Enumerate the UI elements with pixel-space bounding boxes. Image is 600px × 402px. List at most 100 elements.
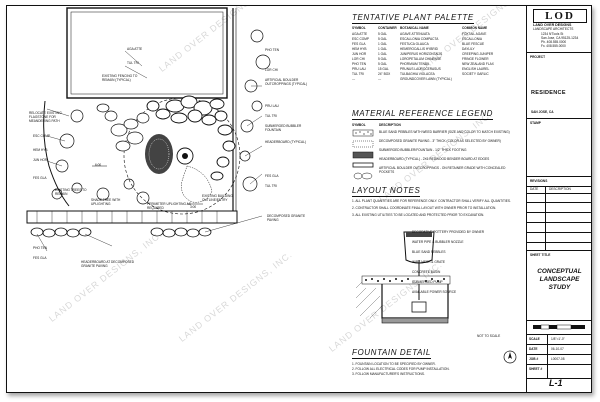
firm-fax: Fx. 408.555.0000 (541, 44, 566, 48)
fountain-note: WIRE MESH & GRATE (412, 260, 446, 264)
palette-cell: PHORMIUM TENAX (400, 62, 430, 66)
palette-cell: --- (352, 77, 356, 81)
material-legend-title: MATERIAL REFERENCE LEGEND (352, 109, 493, 120)
layout-note: 1. ALL PLANT QUANTITIES ARE FOR REFERENC… (352, 199, 511, 203)
sheet-title-label: SHEET TITLE (530, 253, 551, 257)
plan-label: FES GLA (265, 174, 279, 178)
date-label: DATE (529, 347, 538, 351)
palette-cell: CREEPING JUNIPER (462, 52, 494, 56)
palette-cell: TUL TRI (352, 72, 364, 76)
palette-cell: FOXTAIL AGAVE (462, 32, 487, 36)
plan-callout: EXISTING TREES TO REMAIN (55, 188, 87, 196)
existing-building-outline (66, 7, 228, 99)
legend-row: DECOMPOSED GRANITE PAVING - 3" THICK (CO… (379, 139, 501, 143)
plant-palette-table: SYMBOL CONTAINER BOTANICAL NAME COMMON N… (352, 26, 522, 30)
legend-row: BLUE SAND PEBBLES WITH WEED BARRIER (SIZ… (379, 130, 510, 134)
palette-cell: HEMEROCALLIS HYBRID (400, 47, 438, 51)
graphic-scale-bar (533, 324, 585, 330)
palette-cell: PRUNUS LAUROCERASUS (400, 67, 441, 71)
palette-cell (462, 77, 522, 81)
revisions-label: REVISIONS (530, 179, 548, 183)
palette-cell: ESC COMP (352, 37, 370, 41)
project-label: PROJECT (530, 55, 546, 59)
legend-row: SUBMERGED BUBBLER/FOUNTAIN - 1/2" THICK … (379, 148, 467, 152)
layout-note: 3. ALL EXISTING UTILITIES TO BE LOCATED … (352, 213, 485, 217)
palette-cell: 1 GAL (378, 42, 388, 46)
plan-callout: ARTIFICIAL BOULDER OUTCROPPINGS (TYPICAL… (265, 78, 308, 86)
plan-label: AGA ATTE (127, 47, 143, 51)
palette-cell: LOR CHI (352, 57, 365, 61)
palette-cell: 5 GAL (378, 37, 388, 41)
fountain-note: DECORATIVE POTTERY PROVIDED BY OWNER (412, 230, 485, 234)
fountain-detail-title: FOUNTAIN DETAIL (352, 348, 431, 359)
sheet-info-cell: SCALE 1/8"=1'-0" DATE 06-10-07 JOB # L00… (527, 334, 591, 379)
plan-dim: 3:00 (190, 205, 197, 209)
firm-phone: Ph. 408.555.0000 (541, 40, 567, 44)
plan-callout: EXISTING BUILDING OUTLINE/ENTRY (202, 194, 233, 202)
plan-callout: DECOMPOSED GRANITE PAVING (267, 214, 306, 222)
legend-rows: BLUE SAND PEBBLES WITH WEED BARRIER (SIZ… (379, 130, 519, 174)
plan-label: TUL TRI (265, 114, 277, 118)
plan-callout: SHADE TREE WITH UPLIGHTING (91, 198, 121, 206)
plan-label: FES GLA (33, 176, 47, 180)
palette-cell: JUN HOR (352, 52, 367, 56)
palette-cell: NEW ZEALAND FLAX (462, 62, 494, 66)
palette-cell: PHO TEN (352, 62, 367, 66)
firm-info: LOD LAND OVER DESIGNS LANDSCAPE ARCHITEC… (527, 6, 591, 53)
palette-cell: --- (378, 77, 382, 81)
palette-cell: AGA ATTE (352, 32, 368, 36)
palette-cell: TULBAGHIA VIOLACEA (400, 72, 435, 76)
palette-cell: ESCALLONIA (462, 37, 483, 41)
plan-callout: RELOCATE EXISTING FLAGSTONE FOR MEANDERI… (29, 111, 62, 123)
plant-palette-title: TENTATIVE PLANT PALETTE (352, 13, 474, 24)
firm-name: LAND OVER DESIGNS (533, 23, 572, 27)
job-value: L0007-08 (551, 357, 565, 361)
layout-notes-title: LAYOUT NOTES (352, 186, 421, 197)
legend-header: SYMBOL (352, 123, 366, 127)
fountain-scale: NOT TO SCALE (477, 334, 501, 338)
palette-cell: 5 GAL (378, 57, 388, 61)
palette-cell: PRU LAU (352, 67, 366, 71)
plan-label: PHO TEN (265, 48, 280, 52)
firm-logo: LOD (533, 9, 587, 23)
palette-header: CONTAINER (378, 26, 397, 30)
palette-cell: 5 GAL (378, 32, 388, 36)
sheet-number: L-1 (549, 378, 563, 388)
palette-cell: 24" BOX (378, 72, 391, 76)
plan-label: PHO TEN (33, 246, 48, 250)
palette-cell: JUNIPERUS HORIZONTALIS (400, 52, 443, 56)
flagstone-path (96, 103, 150, 152)
job-label: JOB # (529, 357, 539, 361)
plant-palette-rows: AGA ATTE 5 GAL AGAVE ATTENUATA FOXTAIL AGAV… (352, 32, 522, 81)
palette-cell: AGAVE ATTENUATA (400, 32, 430, 36)
graphic-scale-cell (527, 320, 591, 335)
palette-cell: 1 GAL (378, 47, 388, 51)
fountain-note: BLUE SAND PEBBLES (412, 250, 446, 254)
palette-cell: 15 GAL (378, 67, 389, 71)
scale-label: SCALE (529, 337, 540, 341)
rev-col: DESCRIPTION (549, 187, 571, 191)
scale-value: 1/8"=1'-0" (551, 337, 565, 341)
palette-cell: SOCIETY GARLIC (462, 72, 489, 76)
date-value: 06-10-07 (551, 347, 564, 351)
fountain-footnotes: 1. FOUNTAIN LOCATION TO BE SPECIFIED BY … (352, 362, 502, 376)
palette-header: BOTANICAL NAME (400, 26, 429, 30)
dark-planting-bed (145, 134, 173, 174)
legend-symbols (352, 129, 374, 180)
palette-cell: LOROPETALUM CHINENSE (400, 57, 442, 61)
legend-header: DESCRIPTION (379, 123, 401, 127)
fountain-footnote: 3. FOLLOW MANUFACTURER'S INSTRUCTIONS. (352, 372, 425, 376)
palette-cell: HEM HYB (352, 47, 367, 51)
plan-dim: 6:00 (95, 163, 102, 167)
palette-cell: GROUNDCOVER LAWN (TYPICAL) (400, 77, 452, 81)
firm-city: San Jose, CA 95125-1234 (541, 36, 579, 40)
legend-row: HEADERBOARD (TYPICAL) - 2X6 REDWOOD BEND… (379, 157, 490, 161)
plan-label: JUN HOR (33, 158, 48, 162)
plan-callout: EXISTING FENCING TO REMAIN (TYPICAL) (102, 74, 138, 82)
palette-cell: BLUE FESCUE (462, 42, 485, 46)
plan-callout: SUBMERGED BUBBLER FOUNTAIN (265, 124, 302, 132)
palette-header: SYMBOL (352, 26, 366, 30)
fountain-footnote: 2. FOLLOW ALL ELECTRICAL CODES FOR PUMP … (352, 367, 450, 371)
sheet-title-cell: SHEET TITLE CONCEPTUAL LANDSCAPE STUDY (527, 250, 591, 321)
project-location: SAN JOSE, CA (531, 110, 554, 114)
